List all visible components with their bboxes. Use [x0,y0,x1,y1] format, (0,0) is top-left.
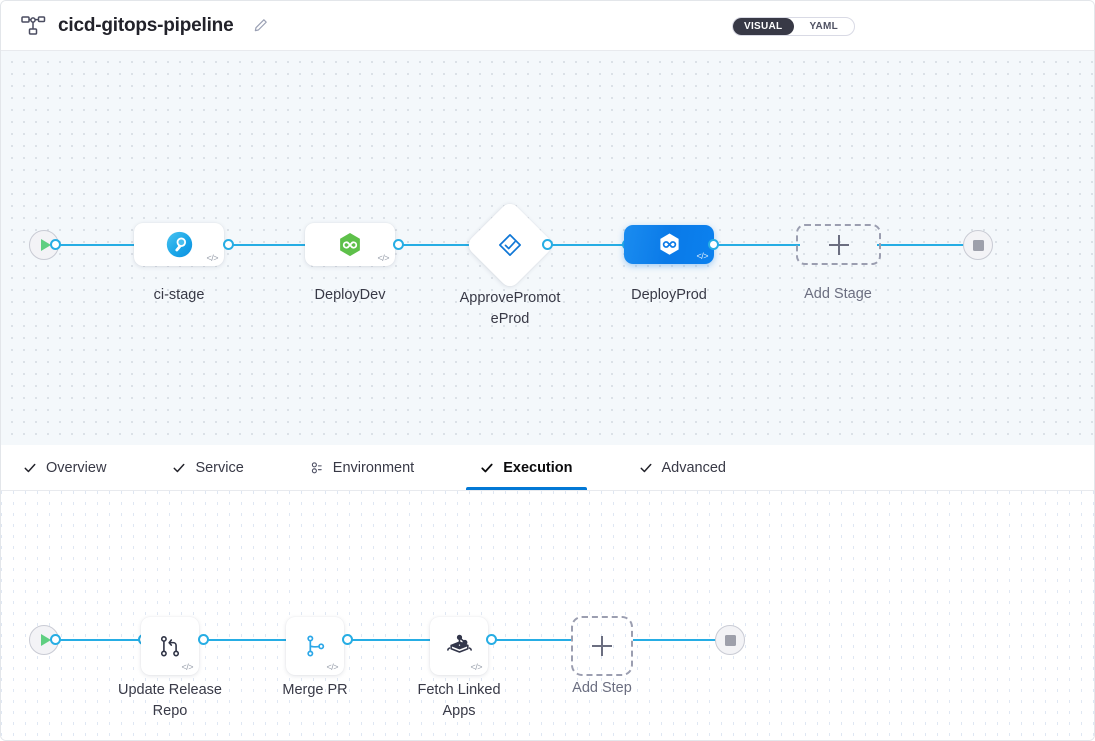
step-node-updatereleaserepo[interactable]: </> [141,617,199,675]
git-merge-icon [155,631,185,661]
approval-diamond-check-icon [495,230,525,260]
edge-addstage-to-end [877,244,975,246]
check-icon [480,461,494,475]
page-title: cicd-gitops-pipeline [58,14,234,36]
add-stage-label: Add Stage [804,286,872,302]
tab-overview-label: Overview [46,459,107,476]
tab-service-label: Service [195,459,244,476]
edge-deploydev-to-approve [393,244,478,246]
ci-stage-output-port[interactable] [223,239,234,250]
tab-environment[interactable]: Environment [310,445,436,490]
edge-ci-to-deploydev [223,244,321,246]
stage-config-tabs[interactable]: Overview Service Environment Execution [1,445,1094,491]
check-icon [172,461,186,475]
pipeline-hierarchy-icon [21,15,47,37]
stop-icon [724,634,736,646]
header-bar: cicd-gitops-pipeline VISUAL YAML [1,1,1094,51]
gitops-hexagon-white-icon [656,231,683,258]
stage-end-node[interactable] [963,230,993,260]
stage-node-approvepromoteprod[interactable] [464,199,556,291]
header-left: cicd-gitops-pipeline [21,15,268,37]
stage-start-node[interactable] [29,230,59,260]
plus-icon [592,636,612,656]
mergepr-output-port[interactable] [342,634,353,645]
step-start-output-port[interactable] [50,634,61,645]
deployprod-output-port[interactable] [708,239,719,250]
git-branch-blue-icon [300,631,330,661]
step-start-node[interactable] [29,625,59,655]
stage-node-ci-stage[interactable]: </> [134,223,224,266]
edge-deployprod-to-addstage [708,244,800,246]
view-mode-toggle[interactable]: VISUAL YAML [732,17,855,36]
code-marker: </> [181,662,193,672]
tab-environment-label: Environment [332,459,415,476]
step-label-mergepr: Merge PR [282,682,348,698]
edge-mergepr-to-fetchapps [347,639,487,641]
step-node-mergepr[interactable]: </> [286,617,344,675]
play-icon [40,634,51,646]
toggle-visual[interactable]: VISUAL [733,18,794,35]
edge-updaterepo-to-mergepr [203,639,293,641]
stage-label-ci-stage: ci-stage [153,287,205,303]
harness-ci-icon [165,230,194,259]
tab-overview[interactable]: Overview [23,445,128,490]
check-icon [639,461,653,475]
tab-advanced-label: Advanced [661,459,727,476]
add-step-button[interactable] [571,616,633,676]
stage-label-deployprod: DeployProd [631,287,707,303]
edge-start-to-ci [56,244,144,246]
fetchapps-output-port[interactable] [486,634,497,645]
add-step-label: Add Step [572,680,632,696]
plus-icon [828,234,849,255]
pencil-icon[interactable] [253,18,268,33]
tab-advanced[interactable]: Advanced [639,445,749,490]
code-marker: </> [696,251,708,261]
tab-service[interactable]: Service [172,445,265,490]
cluster-icon [310,461,324,475]
add-stage-button[interactable] [796,224,881,265]
tab-execution[interactable]: Execution [466,445,594,490]
code-marker: </> [206,253,218,263]
edge-addstep-to-end [633,639,725,641]
step-node-fetchlinkedapps[interactable]: </> [430,617,488,675]
play-icon [40,239,51,251]
code-marker: </> [377,253,389,263]
stage-label-deploydev: DeployDev [314,287,386,303]
stage-node-deploydev[interactable]: </> [305,223,395,266]
argocd-icon [444,631,475,662]
approve-output-port[interactable] [542,239,553,250]
step-end-node[interactable] [715,625,745,655]
deploydev-output-port[interactable] [393,239,404,250]
tab-execution-label: Execution [503,459,573,476]
code-marker: </> [470,662,482,672]
stage-node-deployprod[interactable]: </> [624,225,714,264]
edge-fetchapps-to-addstep [490,639,573,641]
updaterepo-output-port[interactable] [198,634,209,645]
stop-icon [972,239,984,251]
code-marker: </> [326,662,338,672]
toggle-yaml[interactable]: YAML [809,21,839,32]
check-icon [23,461,37,475]
gitops-hexagon-green-icon [336,231,364,259]
edge-start-to-updaterepo [56,639,144,641]
edge-approve-to-deployprod [542,244,628,246]
start-output-port[interactable] [50,239,61,250]
stage-graph-canvas[interactable]: </> ci-stage </> DeployDev [1,51,1094,445]
